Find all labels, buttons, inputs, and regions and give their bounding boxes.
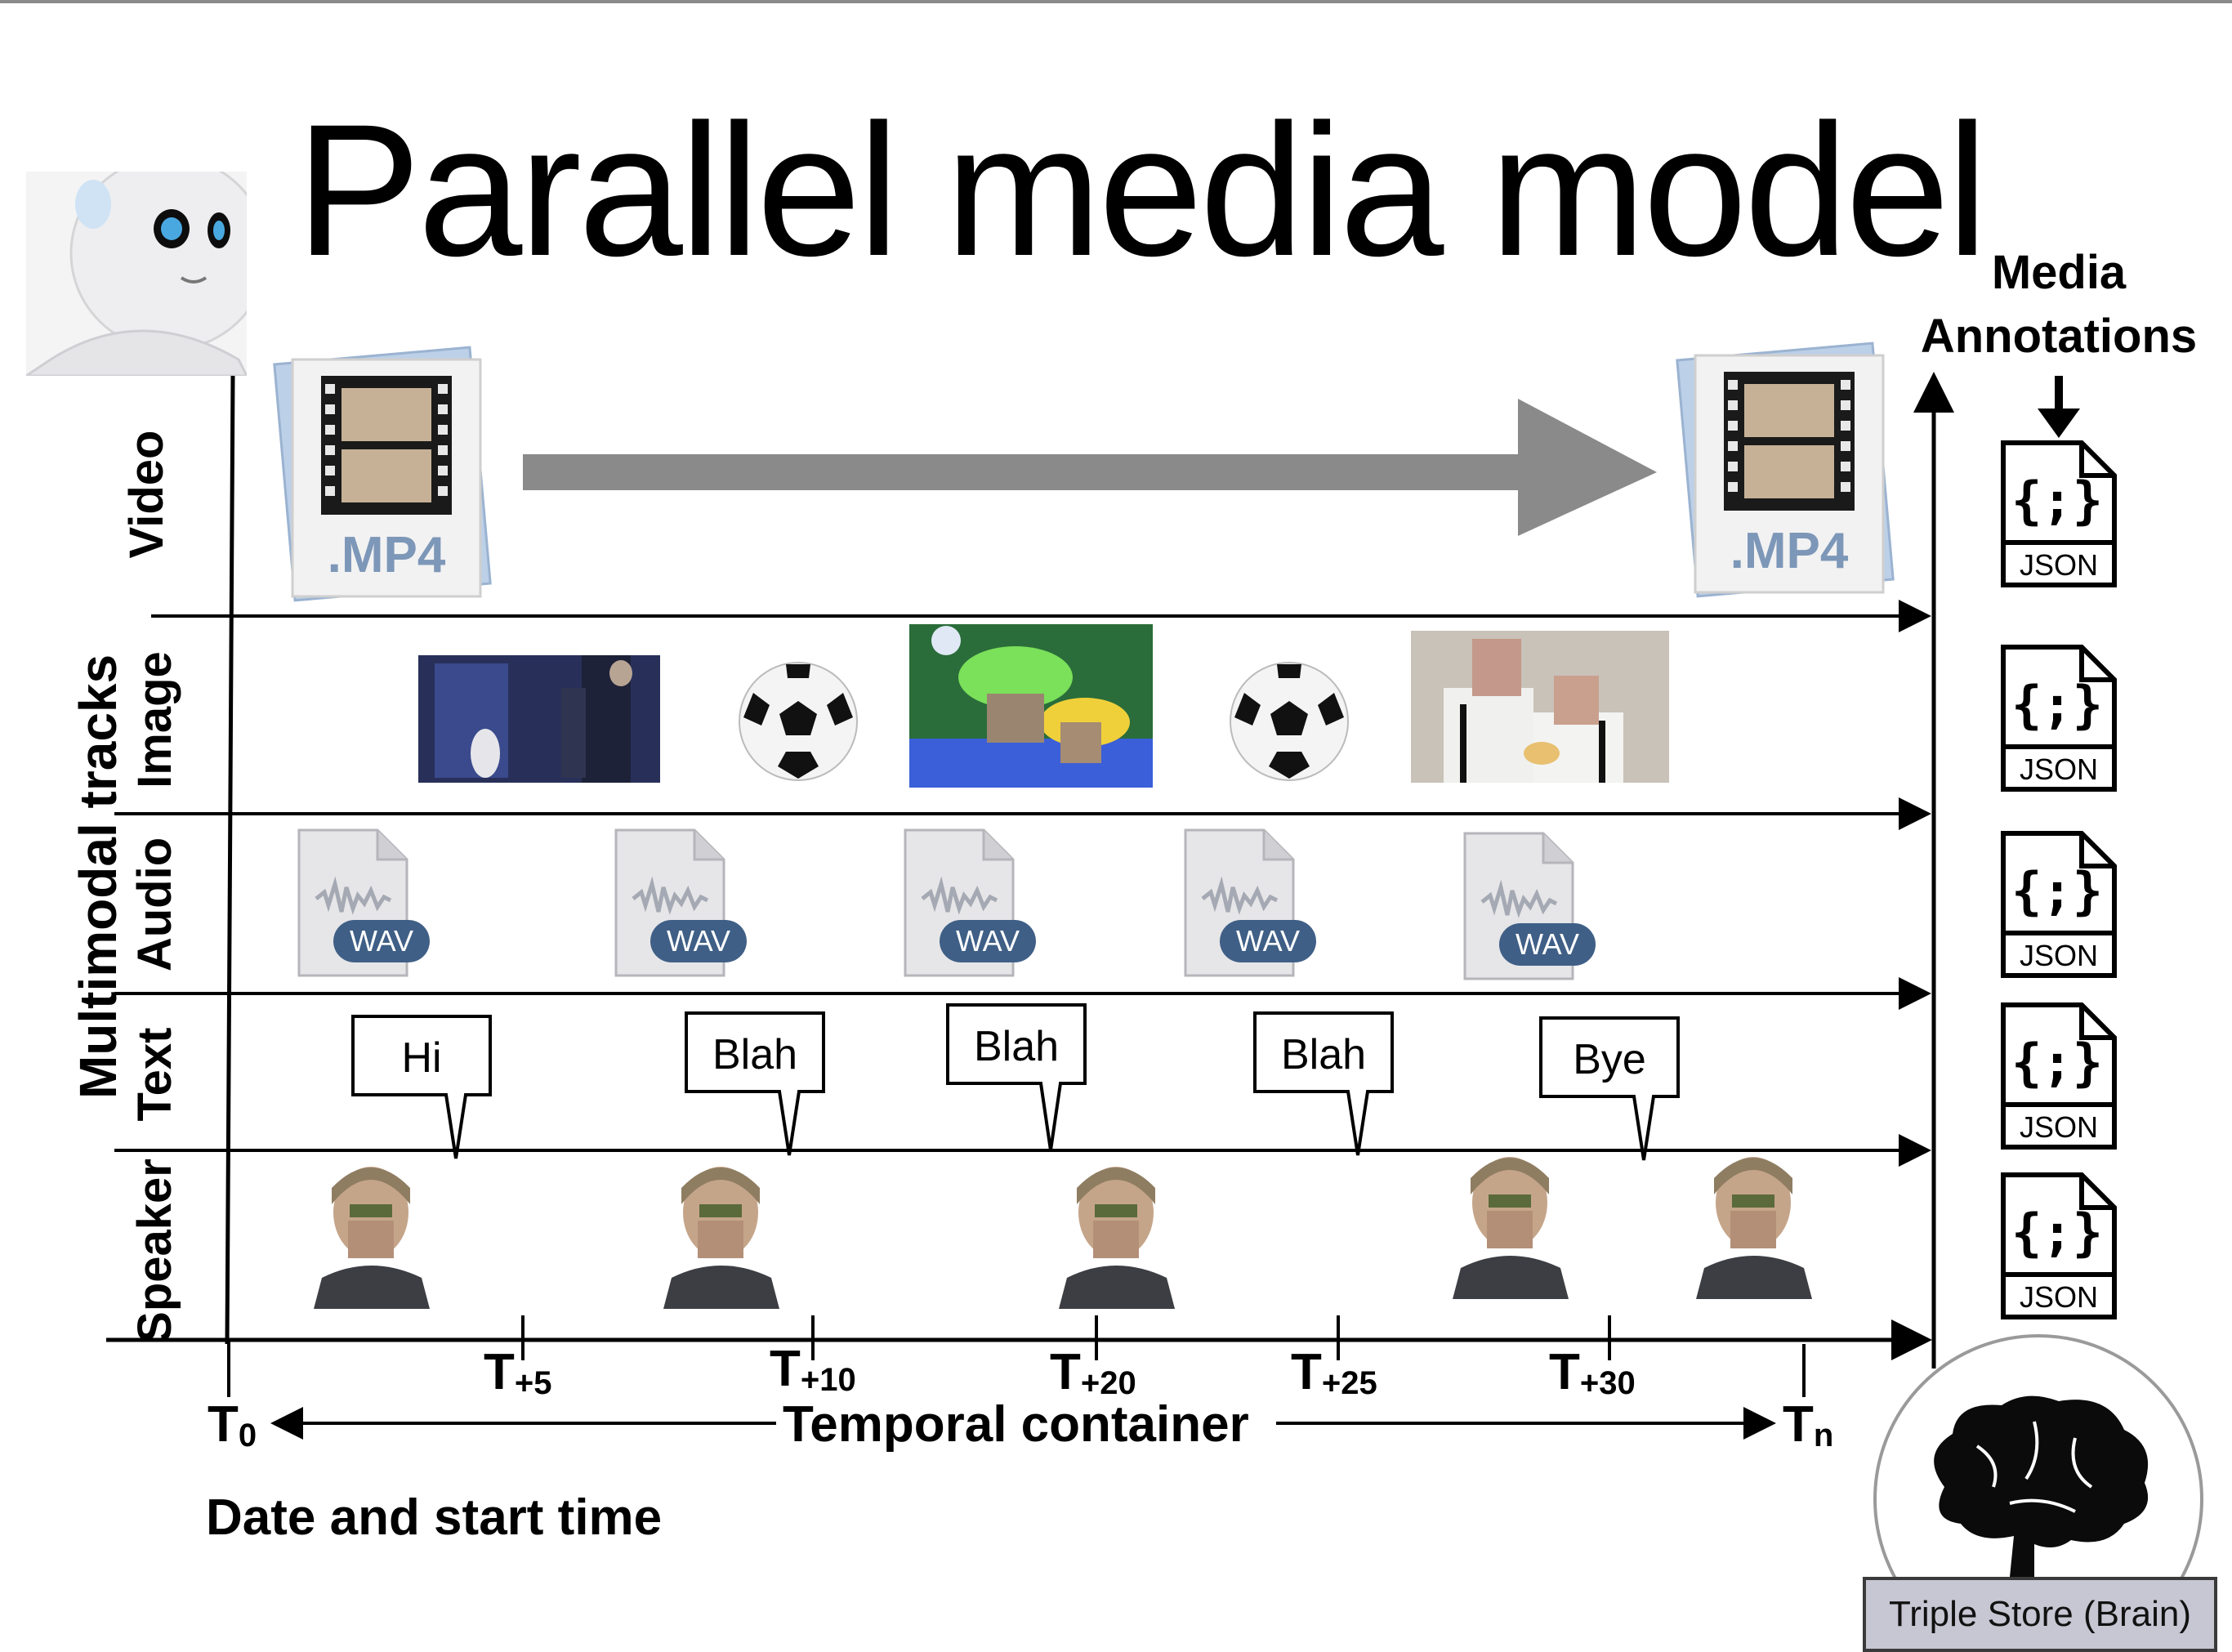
svg-text:Bye: Bye xyxy=(1573,1036,1646,1083)
json-file-icon: {;} JSON xyxy=(2001,440,2117,587)
svg-text:{;}: {;} xyxy=(2011,675,2103,734)
svg-text:.MP4: .MP4 xyxy=(328,527,446,583)
svg-text:WAV: WAV xyxy=(667,924,730,958)
speaker-portrait xyxy=(314,1167,430,1309)
svg-text:WAV: WAV xyxy=(1236,924,1300,958)
date-start-label: Date and start time xyxy=(206,1489,663,1546)
triple-store-label: Triple Store (Brain) xyxy=(1863,1577,2217,1652)
tick-label: T+10 xyxy=(770,1341,856,1398)
soccer-ball-image xyxy=(1230,662,1349,781)
svg-text:Blah: Blah xyxy=(1281,1031,1366,1078)
svg-text:WAV: WAV xyxy=(956,924,1020,958)
soccer-ball-image xyxy=(739,662,858,781)
svg-text:{;}: {;} xyxy=(2011,1033,2103,1092)
tick-label-end: Tn xyxy=(1783,1396,1834,1453)
two-people-photo xyxy=(1411,631,1669,783)
mp4-file-icon: .MP4 xyxy=(1676,342,1895,598)
y-axis-label: Multimodal tracks xyxy=(69,654,127,1099)
speech-bubble: Blah xyxy=(1253,1011,1394,1156)
svg-text:JSON: JSON xyxy=(2020,939,2098,972)
svg-text:WAV: WAV xyxy=(350,924,413,958)
svg-text:JSON: JSON xyxy=(2020,1110,2098,1144)
annotations-heading-line1: Media xyxy=(1991,246,2127,299)
robot-stage-photo xyxy=(418,655,660,783)
svg-text:{;}: {;} xyxy=(2011,471,2103,530)
tick-label: T+20 xyxy=(1050,1344,1136,1401)
wav-file-icon: WAV xyxy=(297,828,430,977)
svg-text:Blah: Blah xyxy=(712,1031,797,1078)
brain-icon xyxy=(1934,1395,2149,1577)
tick-label: T+30 xyxy=(1549,1344,1636,1401)
svg-text:Hi: Hi xyxy=(401,1034,441,1082)
pool-party-photo xyxy=(909,624,1153,788)
wav-file-icon: WAV xyxy=(1184,828,1316,977)
wav-file-icon: WAV xyxy=(614,828,747,977)
svg-text:JSON: JSON xyxy=(2020,752,2098,786)
track-label-video: Video xyxy=(120,430,173,559)
tick-label: T+5 xyxy=(484,1344,552,1401)
wav-file-icon: WAV xyxy=(1463,832,1596,980)
track-label-speaker: Speaker xyxy=(128,1159,181,1343)
speech-bubble: Blah xyxy=(946,1003,1087,1151)
wav-file-icon: WAV xyxy=(904,828,1036,977)
json-file-icon: {;} JSON xyxy=(2001,1172,2117,1319)
json-file-icon: {;} JSON xyxy=(2001,831,2117,978)
speaker-portrait xyxy=(1696,1157,1812,1299)
top-border xyxy=(0,0,2232,3)
svg-text:.MP4: .MP4 xyxy=(1730,523,1849,579)
video-progress-arrow xyxy=(523,399,1657,536)
speech-bubble: Blah xyxy=(685,1011,825,1156)
svg-text:WAV: WAV xyxy=(1516,927,1579,961)
mp4-file-icon: .MP4 xyxy=(273,346,492,602)
svg-text:{;}: {;} xyxy=(2011,861,2103,921)
tick-label: T+25 xyxy=(1291,1344,1377,1401)
json-file-icon: {;} JSON xyxy=(2001,645,2117,792)
track-label-text: Text xyxy=(128,1027,181,1122)
svg-text:JSON: JSON xyxy=(2020,1280,2098,1314)
page-title: Parallel media model xyxy=(296,85,1989,295)
robot-icon xyxy=(26,172,247,376)
json-file-icon: {;} JSON xyxy=(2001,1002,2117,1150)
tick-label-start: T0 xyxy=(208,1396,257,1453)
speaker-portrait xyxy=(663,1167,779,1309)
track-label-image: Image xyxy=(128,651,181,788)
vertical-axis xyxy=(225,375,235,1345)
speech-bubble: Bye xyxy=(1539,1016,1680,1161)
track-label-audio: Audio xyxy=(128,837,181,972)
speaker-portrait xyxy=(1453,1157,1569,1299)
svg-text:{;}: {;} xyxy=(2011,1203,2103,1262)
svg-text:JSON: JSON xyxy=(2020,548,2098,582)
svg-text:Blah: Blah xyxy=(974,1023,1059,1070)
speaker-portrait xyxy=(1059,1167,1175,1309)
annotations-heading-line2: Annotations xyxy=(1920,310,2198,363)
speech-bubble: Hi xyxy=(351,1015,492,1159)
temporal-container-label: Temporal container xyxy=(783,1396,1249,1453)
